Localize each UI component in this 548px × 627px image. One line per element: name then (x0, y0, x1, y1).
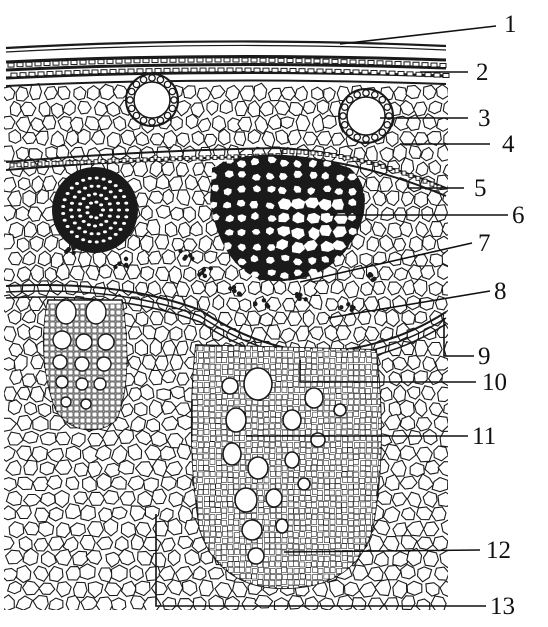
callout-label-11: 11 (472, 423, 496, 450)
leader-line-1 (340, 26, 496, 44)
callout-label-8: 8 (494, 278, 507, 305)
callout-label-3: 3 (478, 105, 491, 132)
secretory-canal (339, 89, 393, 143)
callout-label-4: 4 (502, 131, 515, 158)
epidermis-band (6, 80, 446, 86)
callout-label-1: 1 (504, 11, 517, 38)
cuticle-line (6, 45, 446, 52)
callout-label-2: 2 (476, 59, 489, 86)
callout-label-12: 12 (486, 537, 511, 564)
callout-labels: 1 2 3 4 5 6 7 8 9 10 11 12 13 (472, 11, 525, 620)
vascular-bundle-left (44, 300, 133, 435)
callout-label-7: 7 (478, 230, 491, 257)
callout-label-5: 5 (474, 175, 487, 202)
secretory-canal (126, 74, 178, 126)
callout-label-13: 13 (490, 593, 515, 620)
leader-line-9 (444, 318, 474, 356)
callout-label-10: 10 (482, 369, 507, 396)
callout-label-6: 6 (512, 202, 525, 229)
vascular-bundle-main (185, 339, 389, 591)
callout-label-9: 9 (478, 343, 491, 370)
